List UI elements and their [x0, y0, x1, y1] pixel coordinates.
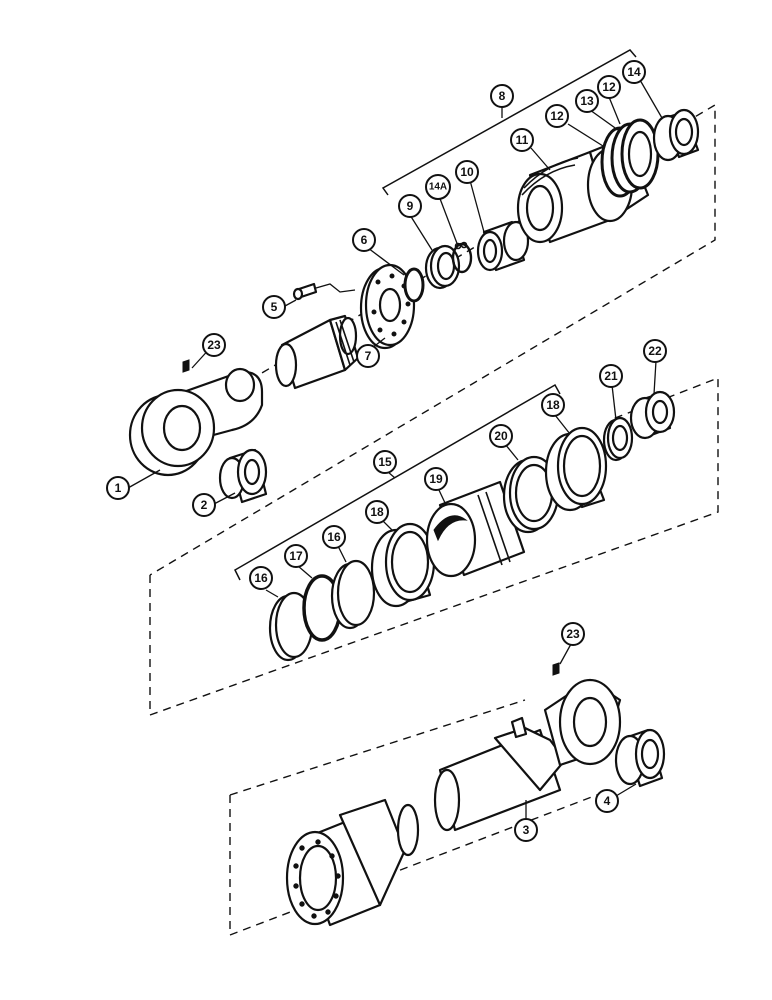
bushing-2: [218, 448, 268, 504]
svg-text:14A: 14A: [429, 182, 447, 193]
callout-8: 8: [490, 84, 514, 108]
callout-15: 15: [373, 450, 397, 474]
svg-text:16: 16: [327, 530, 341, 544]
callout-23-b: 23: [561, 622, 585, 646]
svg-text:6: 6: [361, 233, 368, 247]
bracket-group-8: [381, 49, 637, 196]
callout-9: 9: [398, 194, 422, 218]
callout-16-b: 16: [322, 525, 346, 549]
svg-text:18: 18: [546, 398, 560, 412]
callout-20: 20: [489, 424, 513, 448]
svg-text:20: 20: [494, 429, 508, 443]
svg-text:21: 21: [604, 369, 618, 383]
svg-text:12: 12: [602, 80, 616, 94]
callout-11: 11: [510, 128, 534, 152]
callout-17: 17: [284, 544, 308, 568]
callout-23-a: 23: [202, 333, 226, 357]
callout-5: 5: [262, 295, 286, 319]
svg-text:14: 14: [627, 65, 641, 79]
svg-text:19: 19: [429, 472, 443, 486]
callout-16-a: 16: [249, 566, 273, 590]
piston-rod: [274, 314, 360, 390]
wear-ring-18-right: [544, 426, 608, 512]
cylinder-head: [285, 798, 420, 927]
svg-text:17: 17: [289, 549, 303, 563]
bolt-5: [292, 282, 356, 301]
barrel-tube-3: [433, 716, 567, 832]
seal-rings-12-13: [600, 118, 660, 198]
callout-14: 14: [622, 60, 646, 84]
svg-text:18: 18: [370, 505, 384, 519]
ring-16-right: [330, 559, 376, 630]
callout-14a: 14A: [425, 174, 451, 200]
bushing-10: [476, 220, 530, 272]
svg-text:12: 12: [550, 109, 564, 123]
callout-10: 10: [455, 160, 479, 184]
oring-6: [403, 267, 425, 303]
svg-text:8: 8: [499, 89, 506, 103]
svg-text:5: 5: [271, 300, 278, 314]
callout-18-a: 18: [365, 500, 389, 524]
callout-13: 13: [575, 89, 599, 113]
rod-eye-1: [128, 359, 264, 477]
callout-6: 6: [352, 228, 376, 252]
svg-text:2: 2: [201, 498, 208, 512]
svg-text:22: 22: [648, 344, 662, 358]
washer-21: [602, 416, 634, 462]
svg-text:15: 15: [378, 455, 392, 469]
callout-2: 2: [192, 493, 216, 517]
callout-3: 3: [514, 818, 538, 842]
svg-text:4: 4: [604, 794, 611, 808]
callout-4: 4: [595, 789, 619, 813]
piston-19: [425, 480, 526, 578]
callout-19: 19: [424, 467, 448, 491]
svg-text:23: 23: [566, 627, 580, 641]
nut-22: [629, 390, 676, 440]
base-eye: [543, 662, 622, 767]
callout-21: 21: [599, 364, 623, 388]
callout-1: 1: [106, 476, 130, 500]
svg-text:1: 1: [115, 481, 122, 495]
snap-ring-14a: [451, 241, 473, 274]
callout-7: 7: [356, 344, 380, 368]
svg-text:13: 13: [580, 94, 594, 108]
callout-12-b: 12: [597, 75, 621, 99]
bushing-4: [614, 728, 666, 788]
svg-text:11: 11: [516, 133, 529, 147]
svg-text:16: 16: [254, 571, 268, 585]
callout-18-b: 18: [541, 393, 565, 417]
wear-ring-18-left: [370, 522, 436, 608]
callout-22: 22: [643, 339, 667, 363]
wiper-14: [652, 108, 700, 162]
svg-text:23: 23: [207, 338, 221, 352]
svg-text:7: 7: [365, 349, 372, 363]
svg-text:9: 9: [407, 199, 414, 213]
svg-text:3: 3: [523, 823, 530, 837]
svg-text:10: 10: [460, 165, 474, 179]
callout-12-a: 12: [545, 104, 569, 128]
